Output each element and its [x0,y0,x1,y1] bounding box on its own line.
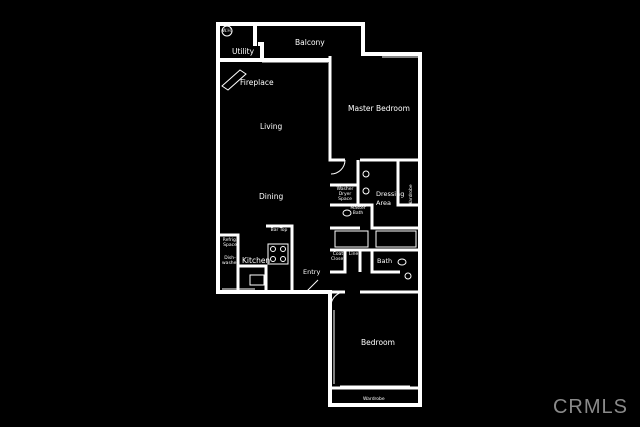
room-label-master-bedroom: Master Bedroom [348,104,410,113]
hall-walls [330,250,362,274]
window-line [222,56,418,387]
room-label-bar-top: Bar Top [270,228,288,233]
kitchen-walls [218,224,294,292]
balcony-wall [218,42,330,62]
room-label-master-bath: Master Bath [350,206,366,216]
water-heater-icon [221,25,233,37]
water-heater-label: W.H. [222,29,233,34]
toilet-icon [342,209,352,217]
room-label-bedroom: Bedroom [361,338,395,347]
room-label-dining: Dining [259,192,284,201]
room-label-utility: Utility [232,47,255,56]
room-label-kitchen: Kitchen [242,256,271,265]
room-label-balcony: Balcony [295,38,325,47]
door-swing [330,159,346,175]
bathtub [375,230,417,248]
stove [267,243,289,265]
washer-bath-walls [330,183,420,230]
room-label-linen: Linen [348,252,362,257]
master-closet-walls [356,160,420,207]
sink-icon [362,187,370,195]
room-label-bath: Bath [377,257,393,265]
room-label-washer-dryer: Washer Dryer Space [336,187,354,202]
room-label-bedroom-wardrobe: Wardrobe [363,397,385,402]
room-label-dishwasher: Dish-washer [222,256,239,266]
room-label-refrig: Refrig. Space [222,238,238,248]
watermark-logo: CRMLS [552,396,628,418]
sink-icon [404,272,412,280]
room-label-master-wardrobe: Wardrobe [409,184,414,206]
kitchen-sink [249,274,265,286]
room-label-fireplace: Fireplace [240,78,274,87]
room-label-coat-closet: Coat Closet [331,252,346,262]
fireplace [221,69,247,91]
room-label-living: Living [260,122,283,131]
door-swing [305,279,319,293]
kitchen-counter [238,264,268,292]
room-label-dressing-area: Dressing Area [376,190,405,207]
master-tub [334,230,369,248]
outer-wall [216,22,422,407]
master-bedroom-wall [328,56,420,162]
toilet-icon [397,258,407,266]
room-label-entry: Entry [303,268,321,276]
door-swing [330,291,346,307]
sink-icon [362,170,370,178]
